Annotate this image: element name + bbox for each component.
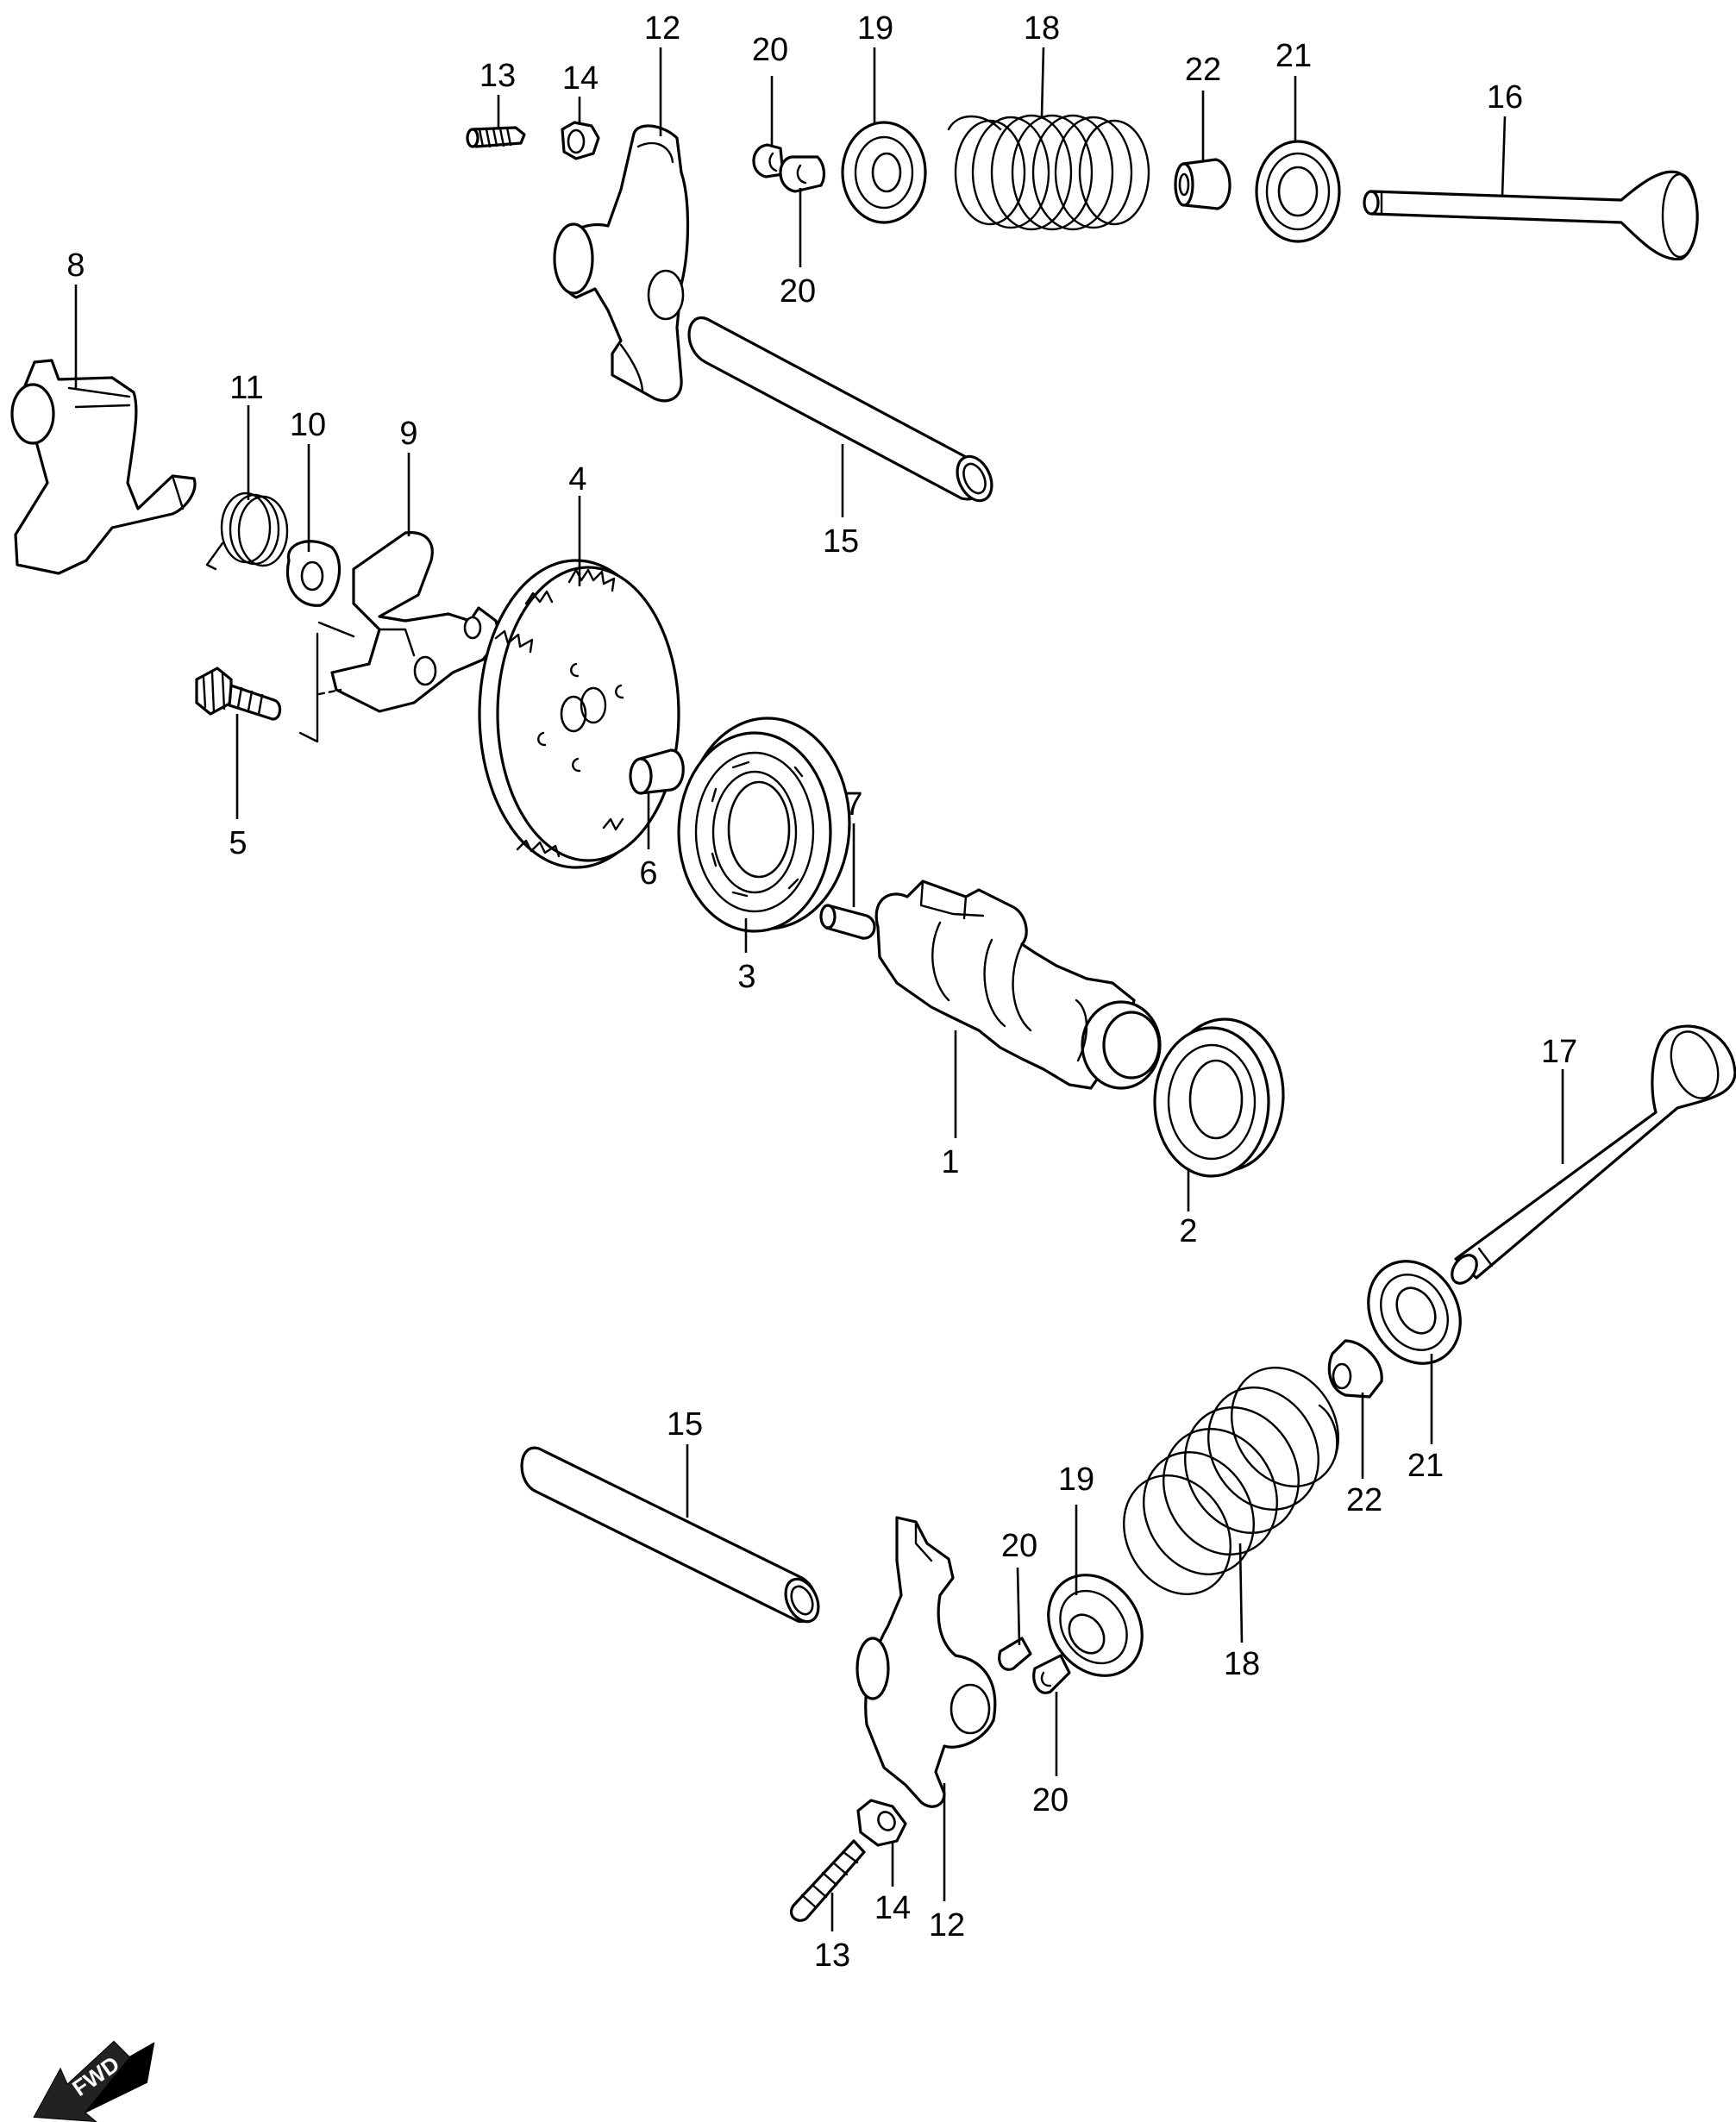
valve-stem-seal-bottom	[1327, 1339, 1383, 1399]
label-7: 7	[844, 786, 862, 823]
label-21-bottom: 21	[1407, 1448, 1444, 1484]
valve-cotter-top-a	[752, 143, 785, 178]
label-14-bottom: 14	[874, 1890, 911, 1926]
label-22-bottom: 22	[1346, 1482, 1382, 1518]
part-number-labels: 12 13 14 20 20 19 18 22 21 16 8 11 10 9 …	[66, 10, 1577, 1974]
label-15-bottom: 15	[667, 1406, 703, 1443]
leader-lines	[74, 47, 1564, 1931]
label-22-top: 22	[1185, 52, 1221, 88]
valve-cotter-bottom-a	[998, 1637, 1032, 1671]
adjuster-screw-top	[466, 126, 526, 148]
label-17: 17	[1541, 1034, 1577, 1070]
camshaft-pin	[819, 904, 876, 940]
label-20-top-a: 20	[752, 32, 788, 68]
label-20-bottom-b: 20	[1032, 1782, 1069, 1818]
camshaft-bearing-right	[1153, 1017, 1285, 1178]
label-12-bottom: 12	[929, 1907, 965, 1944]
label-5: 5	[229, 825, 247, 861]
adjuster-screw-bottom	[789, 1839, 866, 1922]
label-21-top: 21	[1275, 38, 1312, 74]
rocker-shaft-top	[687, 316, 993, 503]
label-20-top-b: 20	[780, 273, 816, 310]
label-15-top: 15	[823, 523, 859, 560]
label-18-top: 18	[1024, 10, 1060, 47]
spring-seat-top	[1255, 140, 1341, 243]
rocker-arm-top	[553, 124, 690, 403]
decompressor-cam	[285, 540, 342, 607]
rocker-shaft-bottom	[520, 1446, 820, 1624]
lock-nut-bottom	[856, 1799, 907, 1847]
label-4: 4	[568, 461, 586, 498]
label-11: 11	[229, 370, 263, 406]
label-18-bottom: 18	[1224, 1646, 1260, 1682]
label-10: 10	[290, 407, 326, 443]
valve-cotter-top-b	[779, 155, 826, 193]
spring-seat-bottom	[1367, 1260, 1462, 1365]
valve-spring-bottom	[1123, 1367, 1339, 1595]
fwd-direction-arrow: FWD	[33, 2040, 155, 2122]
spring-retainer-bottom	[1047, 1574, 1144, 1677]
dowel-pin	[629, 748, 685, 795]
exhaust-valve	[1451, 1024, 1736, 1285]
camshaft	[874, 879, 1162, 1090]
label-12-top: 12	[644, 10, 680, 47]
decompressor-shaft	[10, 359, 197, 575]
label-13-top: 13	[479, 58, 516, 94]
camshaft-bearing-left	[677, 717, 851, 933]
sprocket-bolt	[195, 667, 282, 721]
intake-valve	[1363, 170, 1699, 261]
valve-spring-top	[947, 114, 1150, 231]
label-13-bottom: 13	[814, 1937, 850, 1974]
spring-retainer-top	[841, 121, 927, 224]
valve-stem-seal-top	[1174, 158, 1231, 210]
label-9: 9	[399, 416, 417, 452]
label-3: 3	[737, 959, 755, 995]
label-14-top: 14	[562, 60, 599, 97]
label-19-top: 19	[857, 10, 893, 47]
rocker-arm-bottom	[855, 1516, 997, 1808]
label-20-bottom-a: 20	[1001, 1528, 1037, 1564]
label-19-bottom: 19	[1058, 1462, 1094, 1498]
label-6: 6	[639, 855, 657, 892]
label-8: 8	[66, 247, 85, 284]
decompressor-spring	[205, 491, 289, 571]
lock-nut-top	[561, 121, 600, 160]
decompressor-lever	[298, 531, 502, 743]
label-2: 2	[1179, 1213, 1197, 1249]
label-16: 16	[1487, 79, 1523, 116]
valve-cotter-bottom-b	[1032, 1654, 1071, 1694]
label-1: 1	[941, 1144, 959, 1180]
